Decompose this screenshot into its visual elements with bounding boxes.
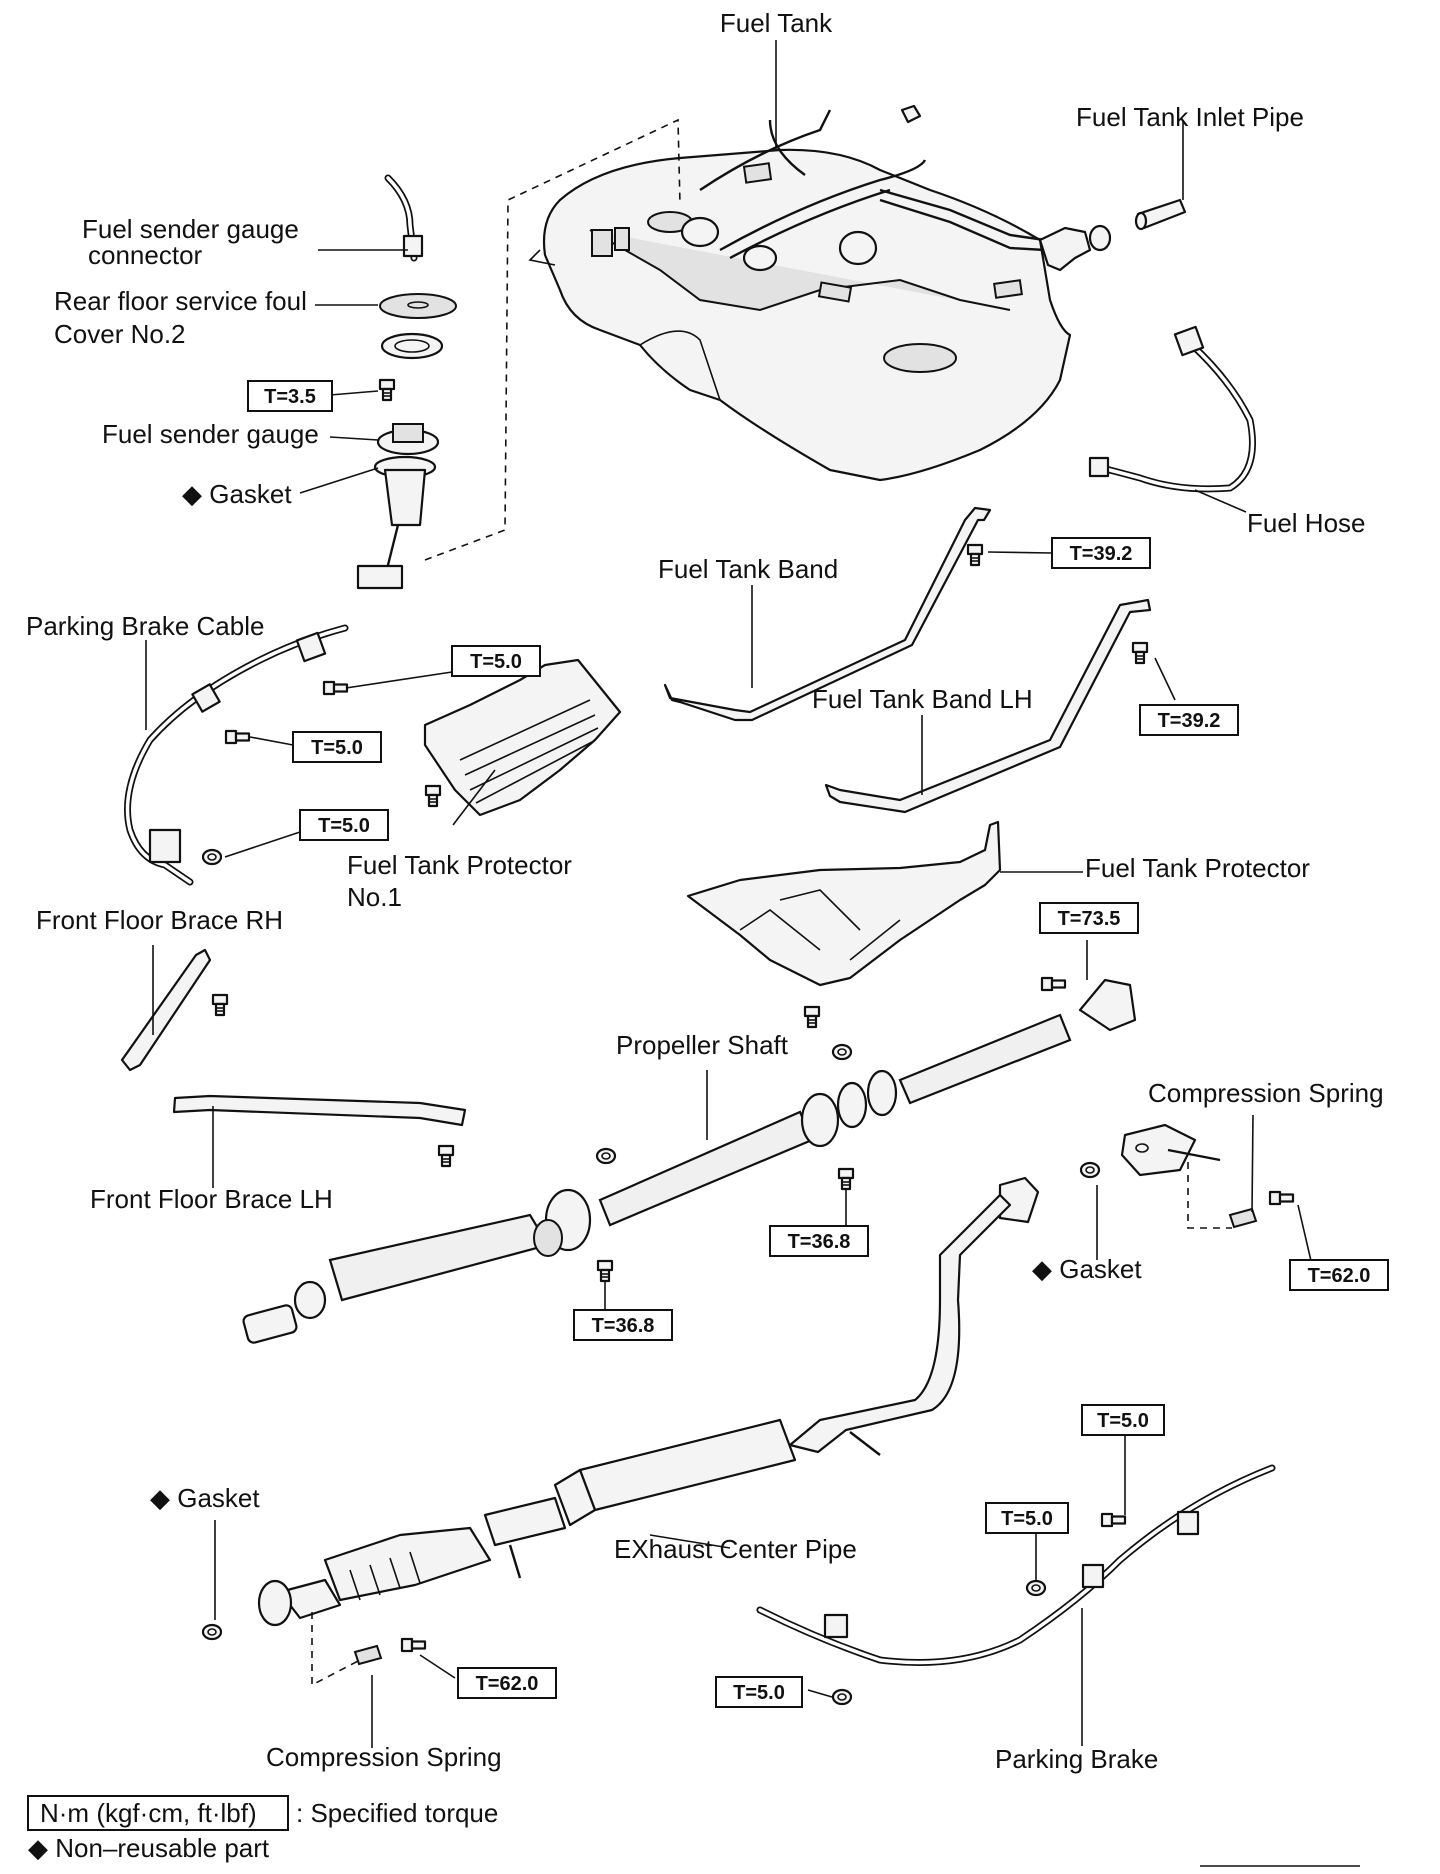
torque-box-cable-3: T=5.0 bbox=[299, 809, 389, 841]
compression-spring-top bbox=[1120, 1123, 1258, 1229]
svg-text:T=39.2: T=39.2 bbox=[1158, 710, 1221, 732]
label-exhaust-center-pipe: EXhaust Center Pipe bbox=[614, 1534, 857, 1564]
front-floor-brace-rh bbox=[120, 948, 212, 1072]
label-propeller-shaft: Propeller Shaft bbox=[616, 1030, 789, 1060]
svg-text:T=5.0: T=5.0 bbox=[318, 815, 370, 837]
front-floor-brace-lh bbox=[172, 1094, 467, 1127]
label-gasket-mid: ◆ Gasket bbox=[1032, 1254, 1142, 1284]
parking-brake-cable bbox=[124, 624, 349, 886]
label-fuel-sender-gauge-connector-2: connector bbox=[88, 240, 203, 270]
torque-box-shaft-flange: T=73.5 bbox=[1039, 902, 1139, 934]
svg-text:T=73.5: T=73.5 bbox=[1058, 908, 1121, 930]
leader-lines bbox=[145, 40, 1316, 1748]
label-gasket-bottom: ◆ Gasket bbox=[150, 1483, 260, 1513]
label-fuel-tank: Fuel Tank bbox=[720, 8, 833, 38]
rear-floor-service-cover bbox=[379, 293, 457, 360]
torque-box-spring-bottom: T=62.0 bbox=[457, 1667, 557, 1699]
svg-text:T=62.0: T=62.0 bbox=[476, 1673, 539, 1695]
fuel-tank-band bbox=[663, 506, 992, 722]
svg-text:T=36.8: T=36.8 bbox=[592, 1315, 655, 1337]
torque-box-shaft-center: T=36.8 bbox=[769, 1225, 869, 1257]
label-fuel-tank-band: Fuel Tank Band bbox=[658, 554, 838, 584]
label-gasket-top: ◆ Gasket bbox=[182, 479, 292, 509]
torque-box-sender: T=3.5 bbox=[247, 380, 333, 412]
fuel-sender-gauge-connector bbox=[384, 174, 424, 262]
svg-text:T=3.5: T=3.5 bbox=[264, 386, 316, 408]
svg-text:T=36.8: T=36.8 bbox=[788, 1231, 851, 1253]
svg-text:T=5.0: T=5.0 bbox=[1097, 1410, 1149, 1432]
label-fuel-tank-protector-no1-2: No.1 bbox=[347, 882, 402, 912]
legend: N·m (kgf·cm, ft·lbf) : Specified torque … bbox=[27, 1795, 498, 1863]
fuel-tank bbox=[528, 104, 1112, 482]
svg-text:T=5.0: T=5.0 bbox=[470, 651, 522, 673]
torque-box-brake-3: T=5.0 bbox=[715, 1676, 803, 1708]
legend-torque-units: N·m (kgf·cm, ft·lbf) bbox=[40, 1798, 257, 1828]
propeller-shaft bbox=[242, 978, 1137, 1344]
compression-spring-bottom bbox=[311, 1612, 383, 1687]
torque-box-band-lower: T=39.2 bbox=[1139, 704, 1239, 736]
label-fuel-tank-inlet-pipe: Fuel Tank Inlet Pipe bbox=[1076, 102, 1304, 132]
torque-box-brake-1: T=5.0 bbox=[1081, 1404, 1165, 1436]
label-fuel-tank-protector: Fuel Tank Protector bbox=[1085, 853, 1310, 883]
fuel-hose bbox=[1088, 325, 1256, 493]
label-fuel-tank-band-lh: Fuel Tank Band LH bbox=[812, 684, 1033, 714]
label-rear-floor-service-cover-2: Cover No.2 bbox=[54, 319, 186, 349]
svg-text:T=5.0: T=5.0 bbox=[1001, 1508, 1053, 1530]
torque-box-cable-2: T=5.0 bbox=[292, 731, 382, 763]
torque-box-cable-1: T=5.0 bbox=[451, 645, 541, 677]
legend-nonreusable: ◆ Non–reusable part bbox=[28, 1833, 270, 1863]
svg-text:T=39.2: T=39.2 bbox=[1070, 543, 1133, 565]
label-front-floor-brace-lh: Front Floor Brace LH bbox=[90, 1184, 333, 1214]
fuel-sender-gauge bbox=[356, 423, 440, 590]
label-fuel-sender-gauge: Fuel sender gauge bbox=[102, 419, 319, 449]
fuel-tank-inlet-pipe bbox=[1134, 198, 1187, 231]
fuel-tank-protector-no1 bbox=[423, 658, 622, 817]
label-fuel-hose: Fuel Hose bbox=[1247, 508, 1366, 538]
fuel-tank-band-lh bbox=[824, 598, 1152, 814]
torque-box-band-upper: T=39.2 bbox=[1051, 537, 1151, 569]
label-parking-brake-cable: Parking Brake Cable bbox=[26, 611, 264, 641]
torque-box-spring-top: T=62.0 bbox=[1289, 1259, 1389, 1291]
svg-text:T=62.0: T=62.0 bbox=[1308, 1265, 1371, 1287]
label-front-floor-brace-rh: Front Floor Brace RH bbox=[36, 905, 283, 935]
label-fuel-tank-protector-no1: Fuel Tank Protector bbox=[347, 850, 572, 880]
svg-text:T=5.0: T=5.0 bbox=[311, 737, 363, 759]
exhaust-center-pipe bbox=[257, 1176, 1040, 1627]
label-compression-spring-bottom: Compression Spring bbox=[266, 1742, 502, 1772]
label-fuel-sender-gauge-connector: Fuel sender gauge bbox=[82, 214, 299, 244]
parking-brake bbox=[756, 1464, 1276, 1666]
legend-torque-desc: : Specified torque bbox=[296, 1798, 498, 1828]
label-rear-floor-service-cover: Rear floor service foul bbox=[54, 286, 307, 316]
torque-box-brake-2: T=5.0 bbox=[985, 1502, 1069, 1534]
svg-text:T=5.0: T=5.0 bbox=[733, 1682, 785, 1704]
label-compression-spring-top: Compression Spring bbox=[1148, 1078, 1384, 1108]
label-parking-brake: Parking Brake bbox=[995, 1744, 1158, 1774]
torque-box-shaft-front: T=36.8 bbox=[573, 1309, 673, 1341]
fuel-tank-protector bbox=[686, 820, 1002, 987]
